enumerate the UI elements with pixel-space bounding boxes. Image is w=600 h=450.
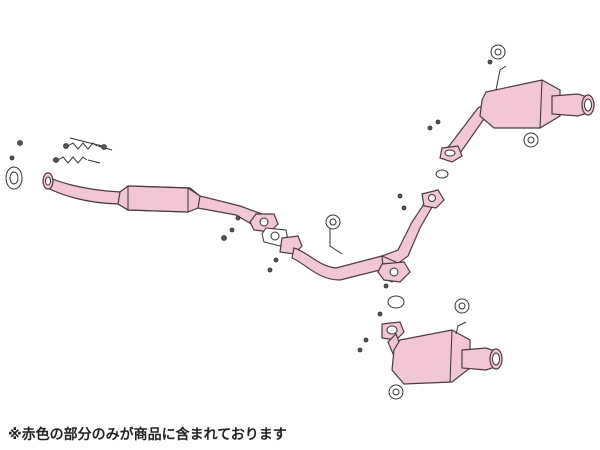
rear-gasket-upper bbox=[435, 169, 449, 179]
front-pipe bbox=[42, 172, 279, 233]
upper-rubber-hanger-top bbox=[490, 44, 506, 60]
spring-bolt-2 bbox=[53, 156, 101, 164]
lower-rear-muffler bbox=[381, 321, 503, 385]
small-nut-left bbox=[9, 155, 15, 161]
upper-hardware bbox=[427, 59, 493, 131]
center-y-pipe bbox=[279, 189, 445, 283]
front-gasket-left bbox=[5, 166, 23, 190]
upper-rear-muffler bbox=[439, 65, 595, 163]
rear-gasket-lower bbox=[387, 295, 405, 309]
figure-caption: ※赤色の部分のみが商品に含まれております bbox=[8, 427, 287, 443]
lower-hardware bbox=[357, 311, 383, 353]
upper-rubber-hanger-bottom bbox=[523, 132, 539, 148]
bolt-front bbox=[69, 137, 107, 150]
center-hardware bbox=[267, 193, 407, 289]
front-pipe-nuts bbox=[221, 215, 241, 241]
exhaust-system-diagram bbox=[5, 44, 595, 400]
center-rubber-hanger bbox=[325, 214, 341, 230]
lower-rubber-hanger-bottom bbox=[388, 384, 404, 400]
lower-rubber-hanger-top bbox=[454, 298, 470, 314]
small-bolt-left-top bbox=[17, 140, 23, 146]
